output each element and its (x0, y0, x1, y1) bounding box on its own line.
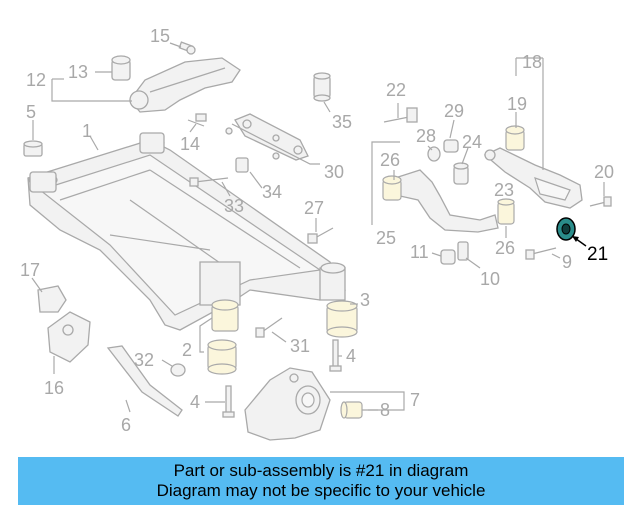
label-18: 18 (522, 52, 542, 72)
label-27: 27 (304, 198, 324, 218)
label-30: 30 (324, 162, 344, 182)
bolt-4-lower (222, 385, 235, 418)
leader-lines (31, 42, 605, 413)
label-26a: 26 (380, 150, 400, 170)
parts-diagram: 1 2 3 4 4 5 6 7 8 9 10 11 12 13 14 15 16… (20, 26, 614, 441)
bushing-35 (313, 72, 331, 102)
nut-32 (170, 363, 186, 377)
bolt-22 (383, 107, 418, 123)
nut-11 (440, 249, 456, 265)
label-28: 28 (416, 126, 436, 146)
bolt-9 (525, 247, 557, 260)
bar-6 (106, 345, 183, 417)
label-11: 11 (410, 242, 429, 262)
washer-28 (427, 146, 441, 162)
label-20: 20 (594, 162, 614, 182)
label-24: 24 (462, 132, 482, 152)
bushing-26-lower (497, 198, 515, 225)
highlighted-part-21 (556, 217, 587, 247)
upper-arm-12 (111, 55, 241, 113)
part-labels: 1 2 3 4 4 5 6 7 8 9 10 11 12 13 14 15 16… (20, 26, 614, 435)
label-4a: 4 (346, 346, 356, 366)
knuckle-7 (244, 367, 331, 441)
info-banner: Part or sub-assembly is #21 in diagram D… (18, 457, 624, 505)
bracket-10 (457, 241, 469, 261)
label-12: 12 (26, 70, 46, 90)
label-4b: 4 (190, 392, 200, 412)
bushing-24 (453, 162, 469, 185)
label-26b: 26 (495, 238, 515, 258)
label-29: 29 (444, 101, 464, 121)
rear-subframe (27, 132, 346, 331)
label-5: 5 (26, 102, 36, 122)
label-6: 6 (121, 415, 131, 435)
label-33: 33 (224, 196, 244, 216)
label-23: 23 (494, 180, 514, 200)
lateral-arm-25 (382, 169, 499, 233)
mount-16 (47, 311, 91, 363)
label-1: 1 (82, 121, 92, 141)
bushing-8 (340, 401, 363, 419)
bushing-2 (207, 299, 239, 375)
label-32: 32 (134, 350, 154, 370)
banner-line-1: Part or sub-assembly is #21 in diagram (173, 461, 469, 480)
label-9: 9 (562, 252, 572, 272)
label-34: 34 (262, 182, 282, 202)
nut-34 (235, 157, 249, 173)
cap-5 (23, 140, 43, 157)
bolt-20 (589, 196, 612, 207)
bushing-3 (326, 300, 358, 338)
bolt-4-upper (329, 339, 342, 372)
label-15: 15 (150, 26, 170, 46)
bolt-33 (189, 177, 229, 187)
label-35: 35 (332, 112, 352, 132)
bolt-15 (178, 41, 196, 55)
label-3: 3 (360, 290, 370, 310)
label-31: 31 (290, 336, 310, 356)
label-2: 2 (182, 340, 192, 360)
banner-line-2: Diagram may not be specific to your vehi… (156, 481, 486, 500)
label-22: 22 (386, 80, 406, 100)
label-19: 19 (507, 94, 527, 114)
label-10: 10 (480, 269, 500, 289)
label-16: 16 (44, 378, 64, 398)
label-7: 7 (410, 390, 420, 410)
bolt-14 (187, 113, 207, 127)
bushing-17 (37, 285, 67, 313)
bracket-30 (225, 113, 309, 161)
bolt-27 (307, 227, 334, 244)
label-21: 21 (587, 244, 608, 265)
label-8: 8 (380, 400, 390, 420)
label-14: 14 (180, 134, 200, 154)
label-25: 25 (376, 228, 396, 248)
bolt-31 (255, 317, 283, 338)
label-13: 13 (68, 62, 88, 82)
label-17: 17 (20, 260, 40, 280)
lower-arm-18 (483, 125, 583, 209)
nut-29 (443, 139, 459, 153)
